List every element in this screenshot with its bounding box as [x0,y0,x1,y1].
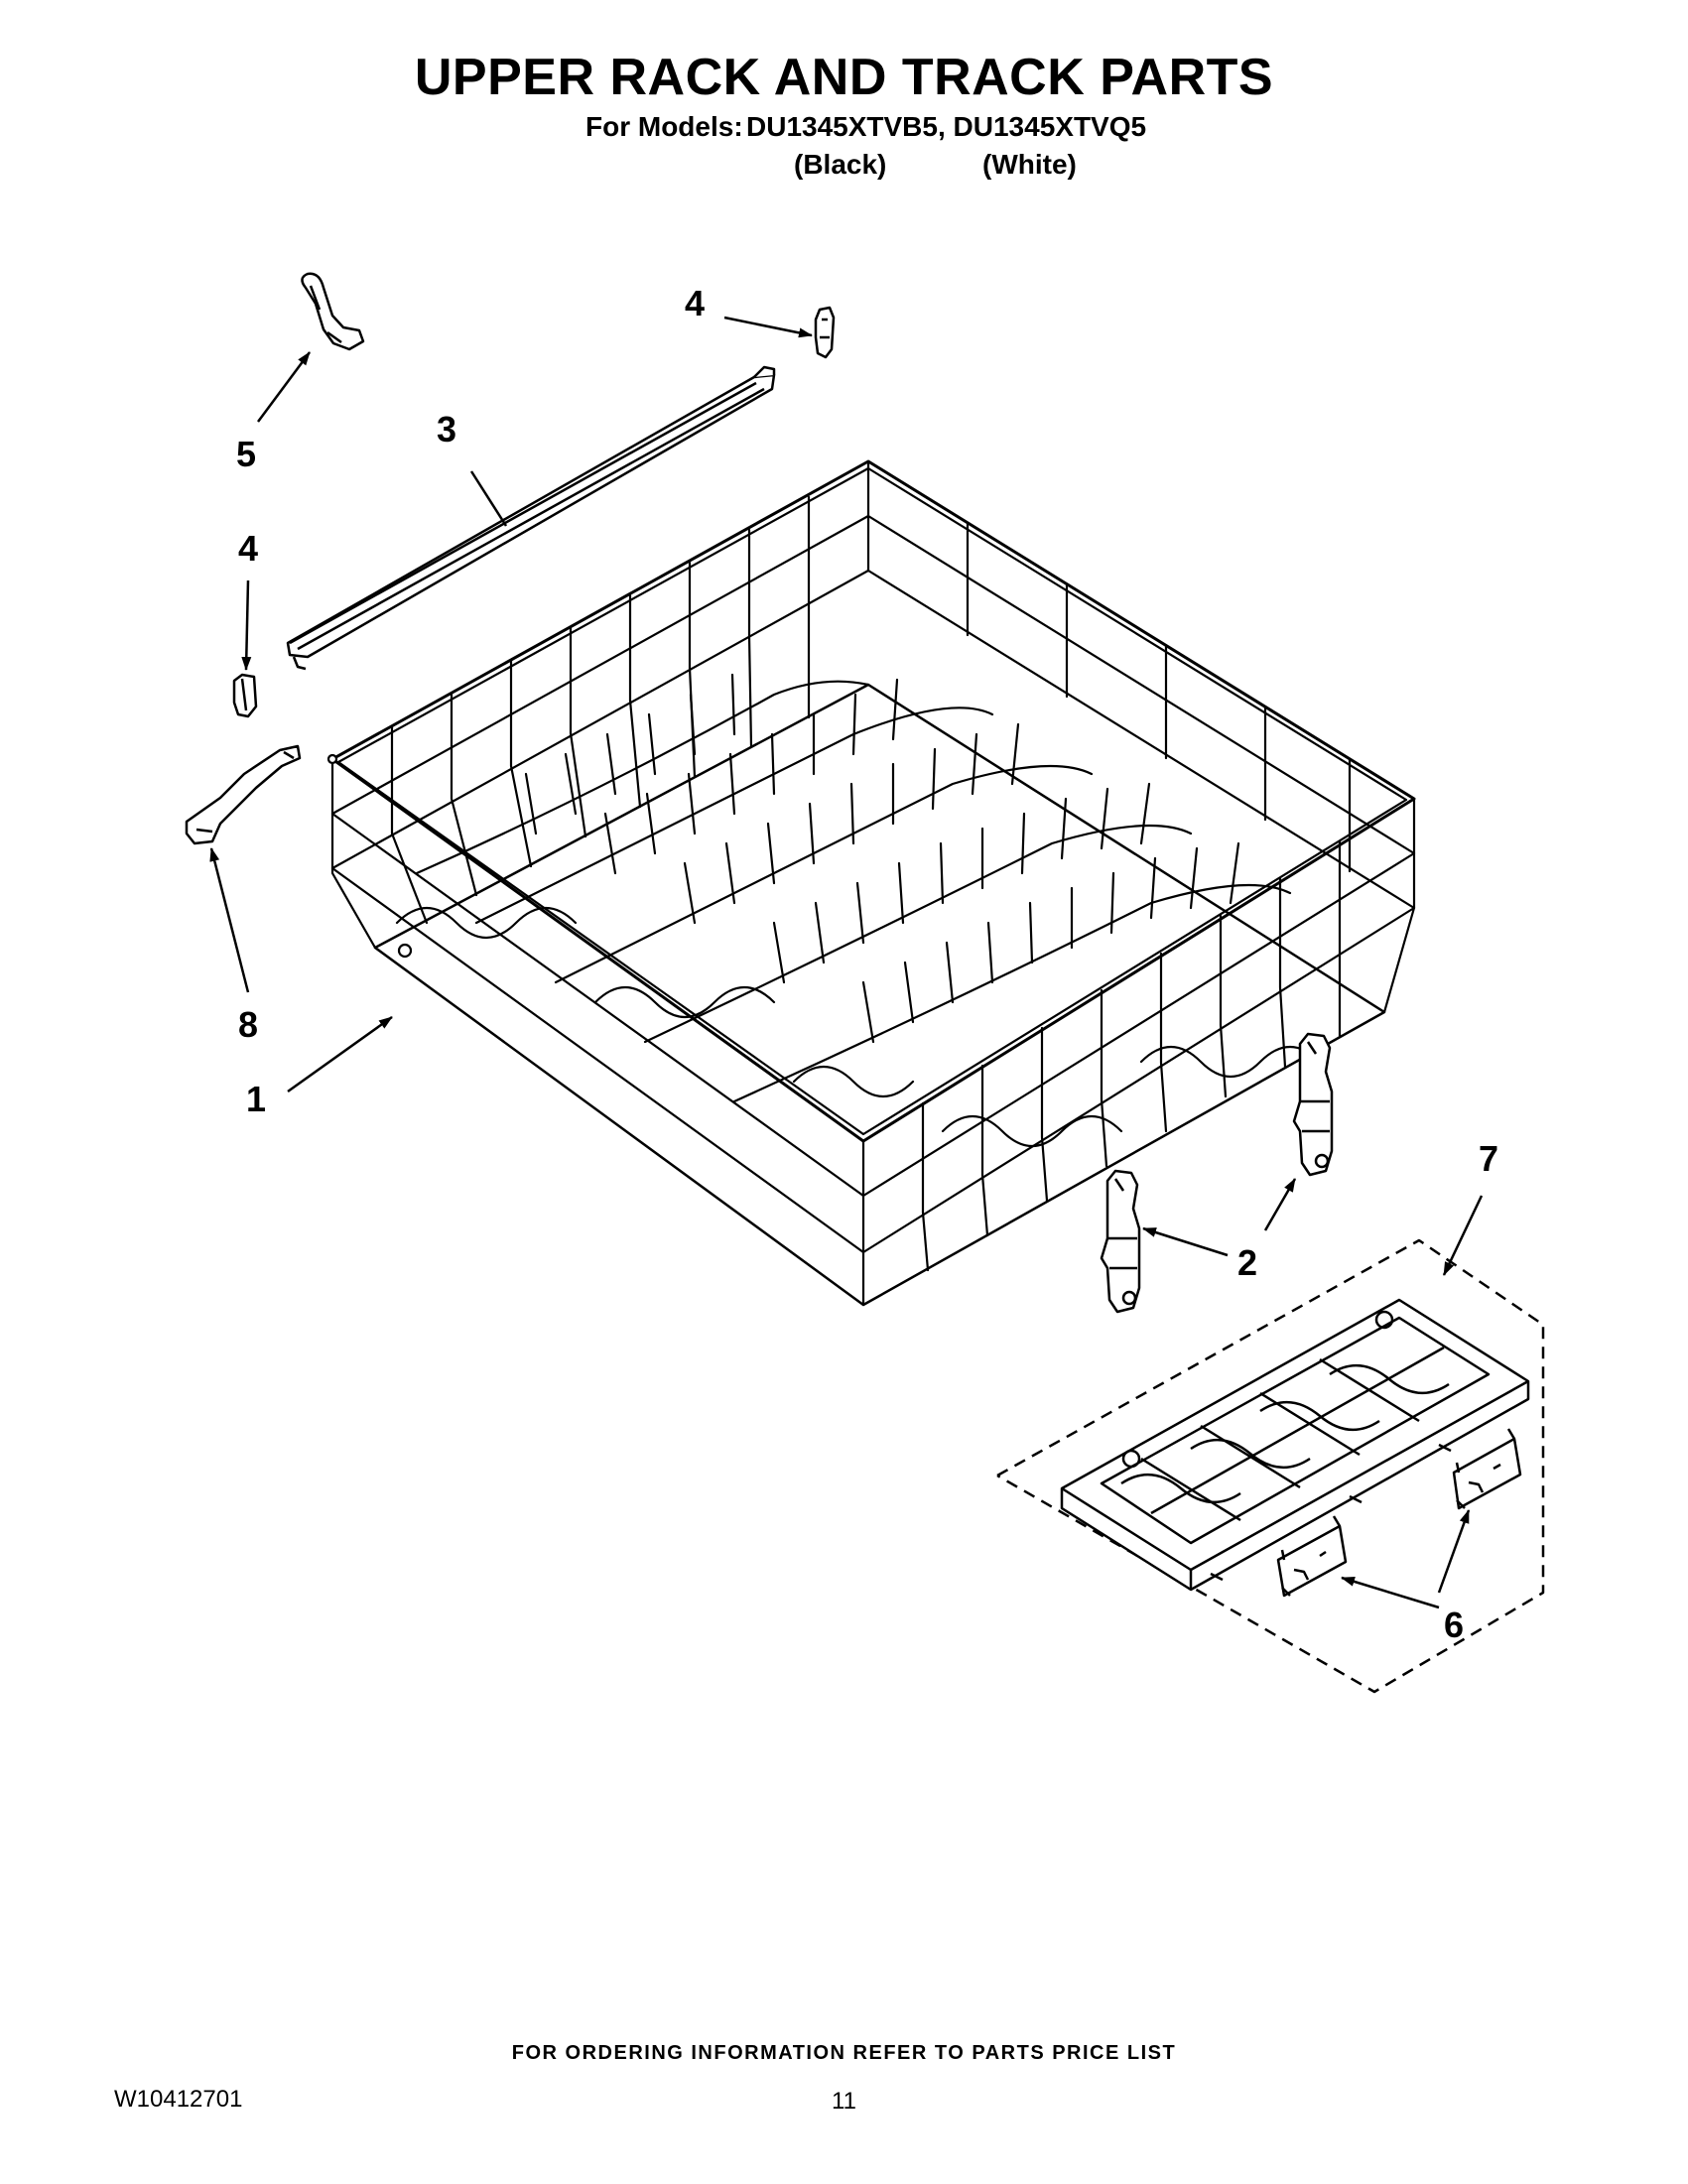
part-2-adjuster-right-drawing [1292,1032,1334,1177]
part-1-upper-rack-drawing [326,459,1416,1307]
callout-4-top: 4 [685,283,705,323]
callout-4-left: 4 [238,528,258,569]
callout-leaders [209,316,1484,1609]
part-7-kit-drawing [996,1238,1545,1694]
document-number: W10412701 [114,2086,243,2113]
part-6-clip-right-drawing [1452,1428,1522,1510]
model-numbers: DU1345XTVB5, DU1345XTVQ5 [746,111,1147,142]
callout-3: 3 [437,409,456,450]
callout-1: 1 [246,1079,266,1119]
part-5-clip-drawing [301,272,365,351]
callout-7: 7 [1479,1138,1498,1179]
ordering-info: FOR ORDERING INFORMATION REFER TO PARTS … [511,2042,1177,2064]
page-number: 11 [832,2088,856,2115]
callout-2: 2 [1237,1242,1257,1283]
part-4-stop-left-drawing [232,673,258,718]
models-label: For Models: [585,111,743,142]
part-8-bracket-drawing [185,744,302,845]
page-title: UPPER RACK AND TRACK PARTS [414,49,1274,106]
part-3-track-drawing [286,365,776,671]
callout-8: 8 [238,1004,258,1045]
part-2-adjuster-left-drawing [1100,1169,1141,1314]
callout-6: 6 [1444,1605,1464,1645]
color-black-label: (Black) [794,149,887,180]
callout-5: 5 [236,434,256,474]
part-4-stop-top-drawing [814,306,836,359]
part-6-clip-left-drawing [1276,1515,1348,1598]
color-white-label: (White) [982,149,1077,180]
